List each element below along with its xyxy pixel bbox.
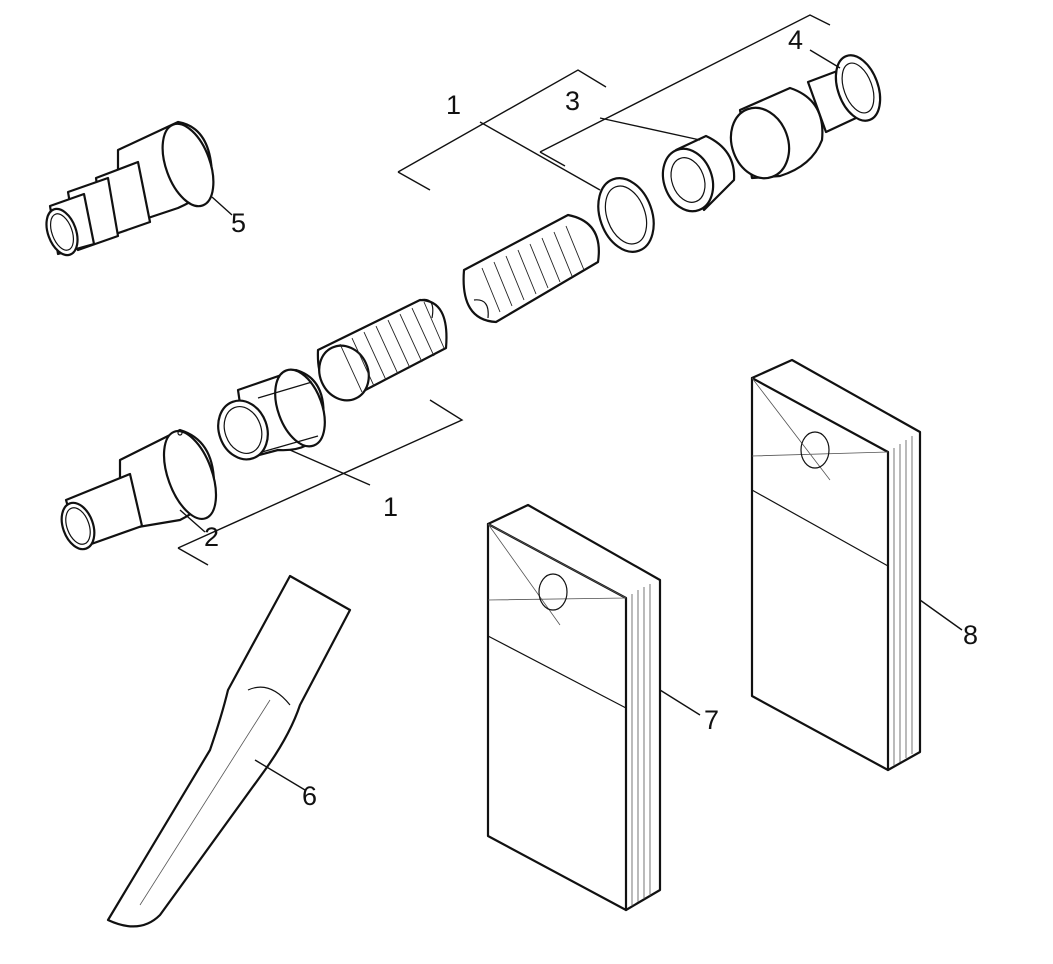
callout-5: 5	[231, 208, 247, 238]
callout-3: 3	[565, 86, 581, 116]
callout-1-lower: 1	[383, 492, 399, 522]
connection-adapter-ring-b	[661, 134, 736, 213]
callout-8: 8	[963, 620, 979, 650]
hose-coupling-lower	[217, 368, 326, 461]
hose-segment-upper	[462, 213, 600, 324]
callout-4: 4	[788, 25, 804, 55]
hose-adapter-part-4	[729, 54, 882, 180]
callout-1-upper: 1	[446, 90, 462, 120]
callout-6: 6	[302, 781, 318, 811]
callout-7: 7	[704, 705, 720, 735]
callout-2: 2	[204, 522, 220, 552]
filter-bag-set-part-7	[486, 503, 662, 912]
leader-lines	[177, 14, 963, 791]
crevice-nozzle-part-6	[106, 574, 352, 928]
hose-segment-lower	[316, 298, 448, 402]
filter-bag-set-part-8	[750, 358, 922, 772]
suction-end-piece-part-2	[60, 428, 218, 551]
reducer-adapter-part-5	[45, 120, 215, 257]
connection-adapter-ring-a	[597, 177, 655, 253]
